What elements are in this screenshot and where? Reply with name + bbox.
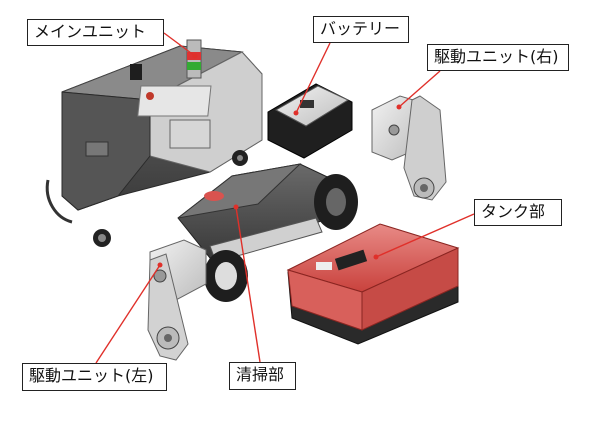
battery-label: バッテリー xyxy=(313,16,409,43)
tank-label: タンク部 xyxy=(474,199,562,226)
leader-dots xyxy=(157,53,402,268)
cleaning-unit xyxy=(177,163,358,302)
battery xyxy=(267,83,353,159)
main-unit xyxy=(45,39,263,247)
tank xyxy=(286,223,460,345)
cleaning-label: 清掃部 xyxy=(229,362,296,390)
drive-unit-right-label: 駆動ユニット(右) xyxy=(427,44,569,71)
drive-unit-left xyxy=(147,239,207,361)
leader-lines xyxy=(95,32,475,364)
drive-unit-left-label: 駆動ユニット(左) xyxy=(22,363,167,391)
main-unit-label: メインユニット xyxy=(27,19,164,46)
drive-unit-right xyxy=(371,95,447,201)
